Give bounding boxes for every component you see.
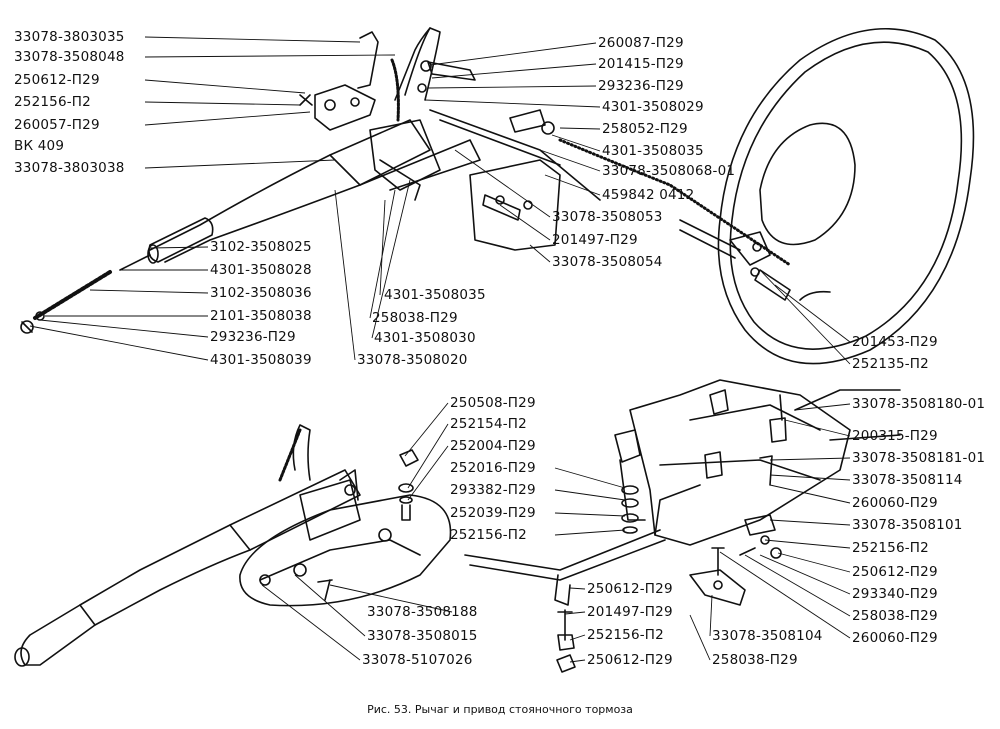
part-label: 250612-П29	[587, 581, 673, 597]
part-label: 33078-3803038	[14, 160, 125, 176]
part-label: 258052-П29	[602, 121, 688, 137]
part-label: 33078-3508101	[852, 517, 963, 533]
part-label: 4301-3508039	[210, 352, 312, 368]
part-label: 4301-3508028	[210, 262, 312, 278]
part-label: 258038-П29	[852, 608, 938, 624]
part-label: 459842 0412	[602, 187, 695, 203]
leader-lines	[29, 36, 851, 663]
part-label: 33078-3508068-01	[602, 163, 736, 179]
part-label: 260087-П29	[598, 35, 684, 51]
part-label: 33078-3508188	[367, 604, 478, 620]
part-label: 4301-3508029	[602, 99, 704, 115]
part-label: 252156-П2	[852, 540, 929, 556]
part-label: 201415-П29	[598, 56, 684, 72]
part-label: 260060-П29	[852, 495, 938, 511]
figure-caption: Рис. 53. Рычаг и привод стояночного торм…	[367, 703, 633, 716]
part-label: 252016-П29	[450, 460, 536, 476]
part-label: 3102-3508025	[210, 239, 312, 255]
part-label: 33078-3508180-01	[852, 396, 986, 412]
part-label: 252156-П2	[587, 627, 664, 643]
part-label: 252004-П29	[450, 438, 536, 454]
part-label: 4301-3508030	[374, 330, 476, 346]
part-label: 250612-П29	[587, 652, 673, 668]
lower-lever-assembly	[14, 424, 452, 667]
part-label: 252039-П29	[450, 505, 536, 521]
part-label: 252156-П2	[14, 94, 91, 110]
part-label: 33078-3508053	[552, 209, 663, 225]
part-label: 258038-П29	[712, 652, 798, 668]
lower-bracket-3508054	[469, 109, 561, 251]
part-label: 33078-3508054	[552, 254, 663, 270]
part-label: 201497-П29	[552, 232, 638, 248]
part-label: 252135-П2	[852, 356, 929, 372]
part-label: 260057-П29	[14, 117, 100, 133]
part-label: 4301-3508035	[602, 143, 704, 159]
part-label: 293340-П29	[852, 586, 938, 602]
part-label: 33078-3508015	[367, 628, 478, 644]
part-label: 293236-П29	[210, 329, 296, 345]
part-label: 33078-5107026	[362, 652, 473, 668]
part-label: 258038-П29	[372, 310, 458, 326]
part-label: 3102-3508036	[210, 285, 312, 301]
part-label: 250508-П29	[450, 395, 536, 411]
part-label: 200315-П29	[852, 428, 938, 444]
part-label: 293236-П29	[598, 78, 684, 94]
part-label: 260060-П29	[852, 630, 938, 646]
part-label: 33078-3508181-01	[852, 450, 986, 466]
part-label: 33078-3803035	[14, 29, 125, 45]
part-label: 293382-П29	[450, 482, 536, 498]
part-label: 4301-3508035	[384, 287, 486, 303]
part-label: ВК 409	[14, 138, 65, 154]
brake-backing-plate	[717, 27, 975, 365]
part-label: 33078-3508114	[852, 472, 963, 488]
part-label: 201453-П29	[852, 334, 938, 350]
part-label: 2101-3508038	[210, 308, 312, 324]
part-label: 33078-3508020	[357, 352, 468, 368]
part-label: 252154-П2	[450, 416, 527, 432]
part-label: 33078-3508104	[712, 628, 823, 644]
part-label: 252156-П2	[450, 527, 527, 543]
part-label: 250612-П29	[14, 72, 100, 88]
part-label: 33078-3508048	[14, 49, 125, 65]
part-label: 250612-П29	[852, 564, 938, 580]
part-label: 201497-П29	[587, 604, 673, 620]
